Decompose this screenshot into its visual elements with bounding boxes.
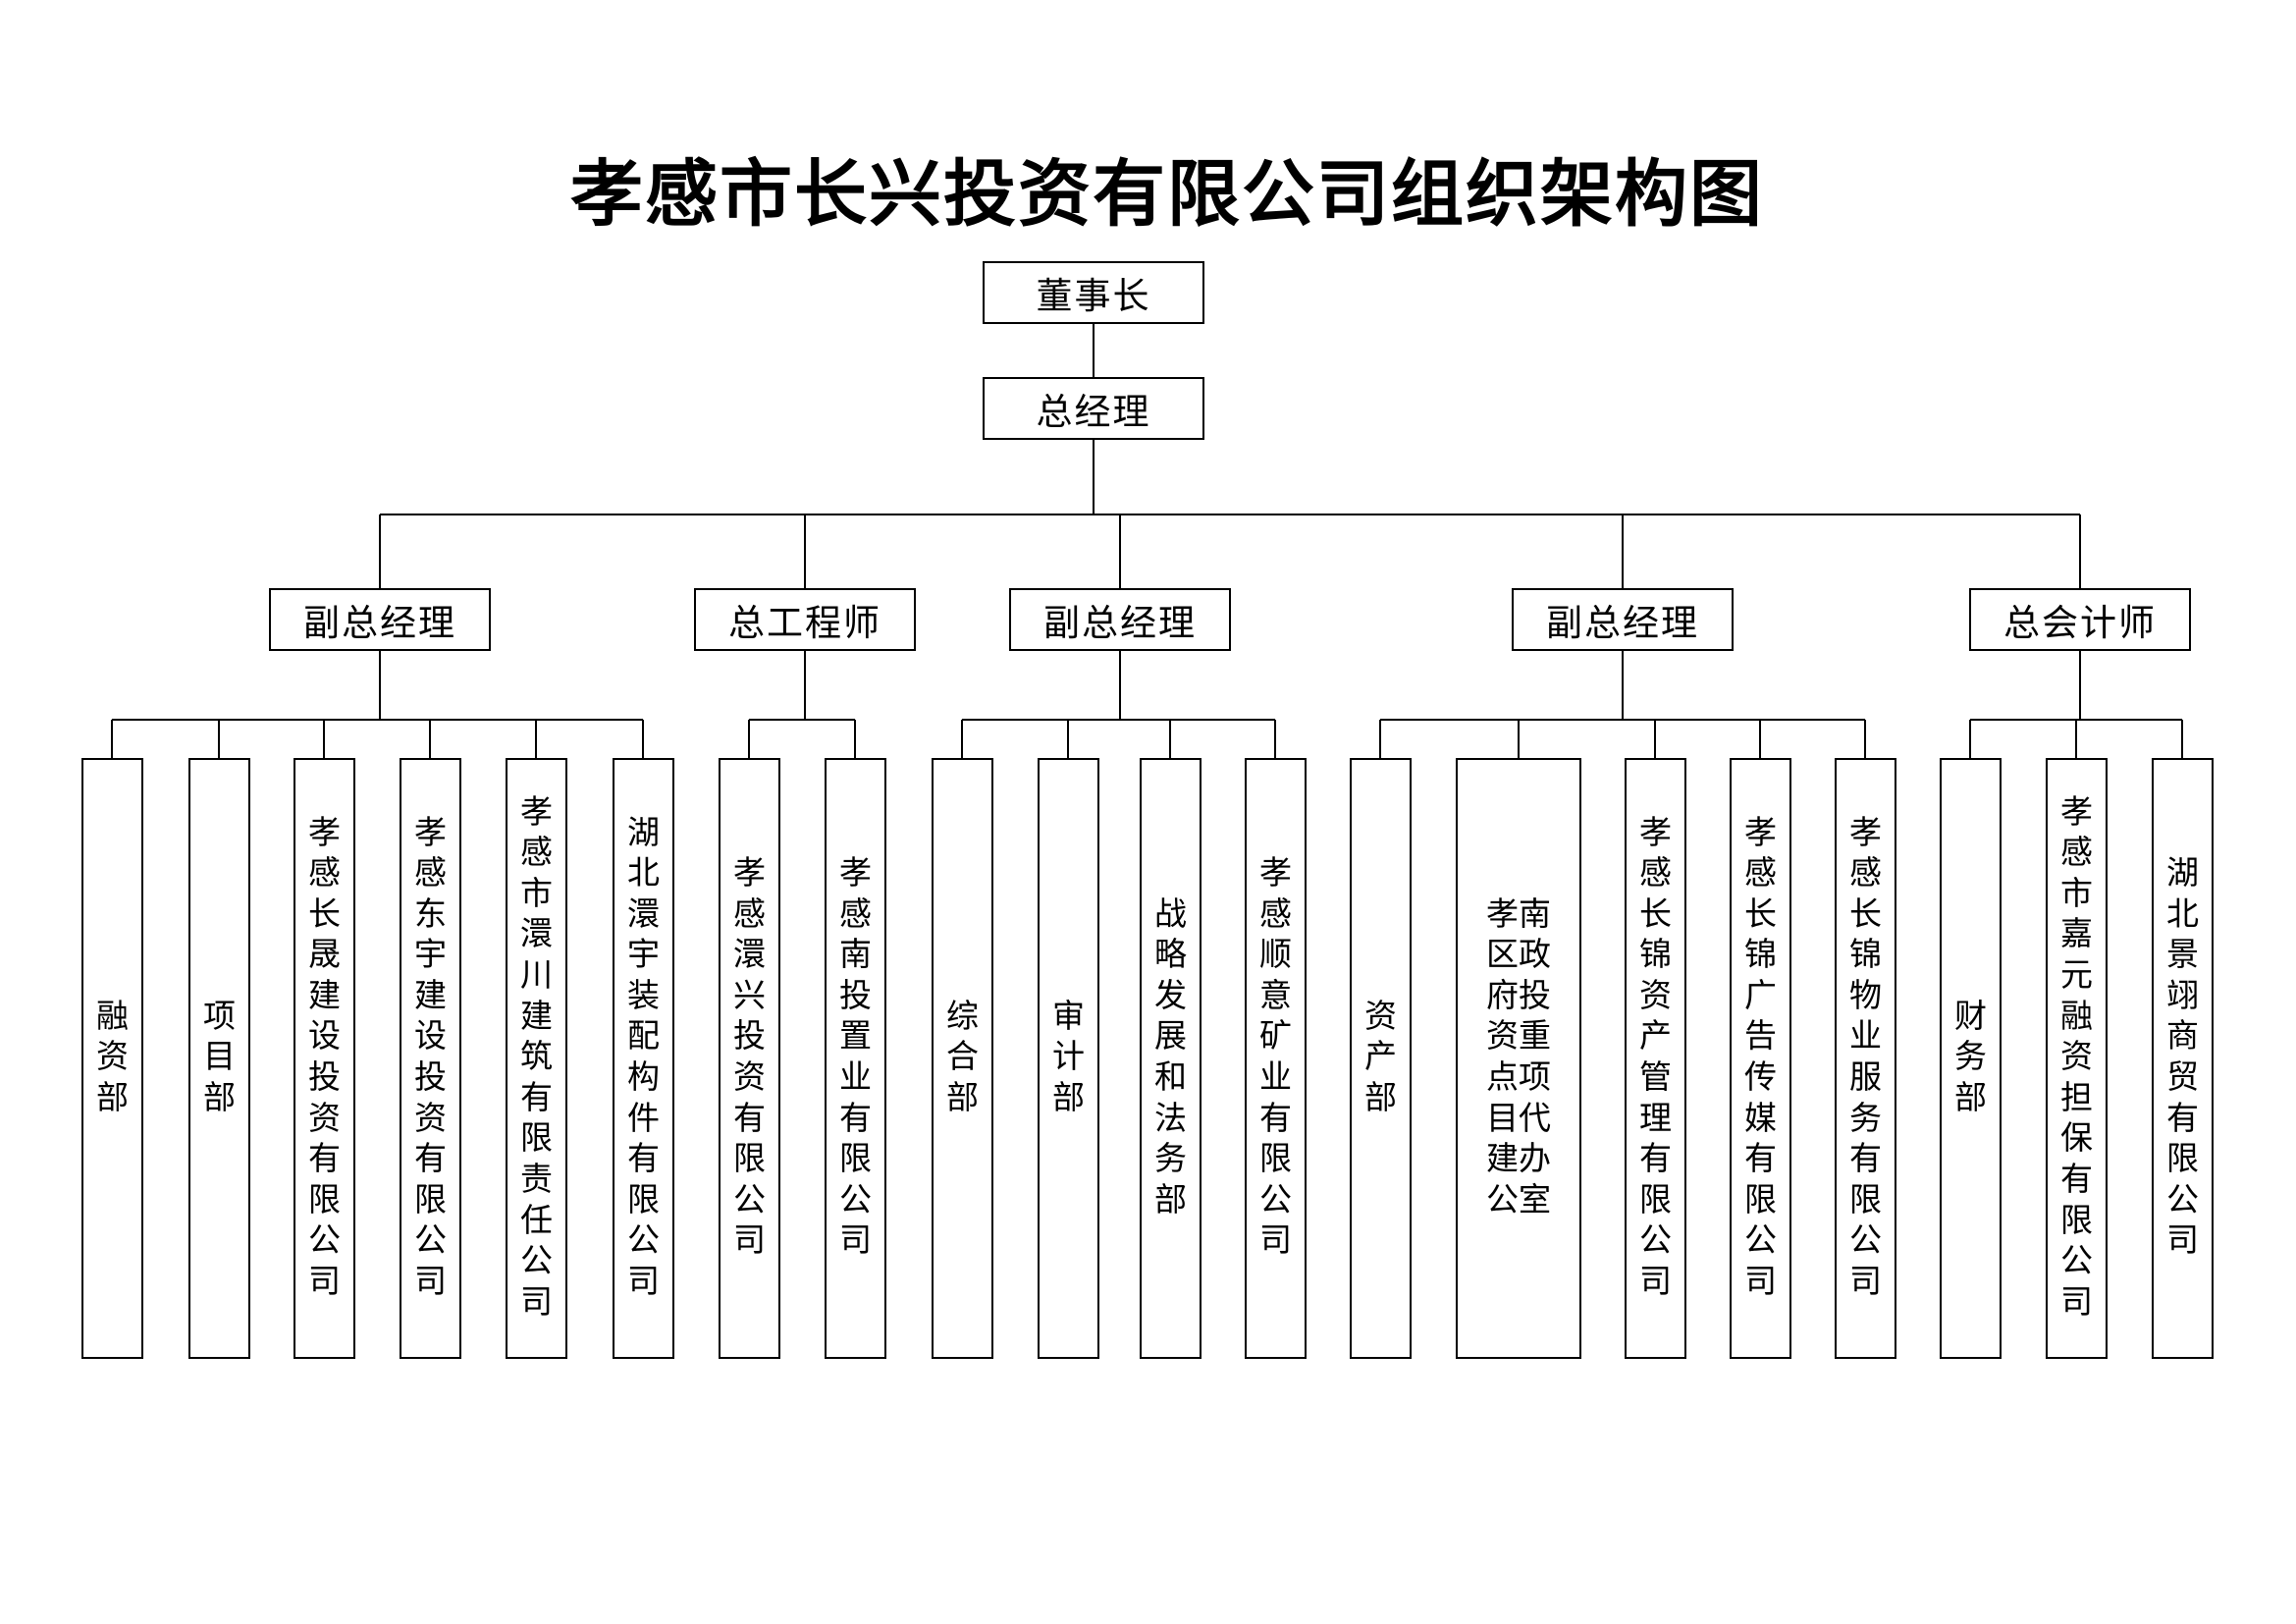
node-label: 融资部 [96, 999, 129, 1116]
node-label: 湖北澴宇装配构件有限公司 [627, 815, 660, 1300]
node-general-manager: 总经理 [983, 377, 1204, 440]
leaf-node: 孝感长锦物业服务有限公司 [1835, 758, 1896, 1359]
node-label: 孝感东宇建设投资有限公司 [414, 815, 447, 1300]
node-label: 战略发展和法务部 [1154, 896, 1187, 1218]
node-label: 总经理 [1036, 393, 1151, 433]
leaf-node: 审计部 [1038, 758, 1099, 1359]
leaf-node: 孝感澴兴投资有限公司 [719, 758, 780, 1359]
node-chairman: 董事长 [983, 261, 1204, 324]
node-label: 财务部 [1954, 999, 1987, 1116]
node-label: 孝感南投置业有限公司 [839, 856, 872, 1260]
node-label: 孝感市澴川建筑有限责任公司 [520, 794, 553, 1321]
node-label: 项目部 [203, 999, 236, 1116]
leaf-node: 湖北景翊商贸有限公司 [2152, 758, 2214, 1359]
leaf-node: 财务部 [1940, 758, 2002, 1359]
leaf-node: 孝感长晟建设投资有限公司 [294, 758, 355, 1359]
leaf-node: 战略发展和法务部 [1140, 758, 1201, 1359]
node-label: 副总经理 [1043, 604, 1197, 644]
node-chief-accountant: 总会计师 [1969, 588, 2191, 651]
node-label: 副总经理 [303, 604, 456, 644]
leaf-node: 综合部 [932, 758, 993, 1359]
node-label: 审计部 [1052, 999, 1085, 1116]
leaf-node: 孝感顺意矿业有限公司 [1245, 758, 1307, 1359]
leaf-node: 孝南区政府投资重点项目代建办公室 [1456, 758, 1581, 1359]
leaf-node: 孝感市澴川建筑有限责任公司 [506, 758, 567, 1359]
leaf-node: 孝感长锦广告传媒有限公司 [1730, 758, 1791, 1359]
node-label: 总工程师 [728, 604, 881, 644]
node-label: 孝南区政府投资重点项目代建办公室 [1486, 896, 1551, 1218]
node-label: 孝感长锦物业服务有限公司 [1849, 815, 1882, 1300]
node-label: 副总经理 [1546, 604, 1699, 644]
node-label: 孝感澴兴投资有限公司 [733, 856, 766, 1260]
node-deputy-general-manager-2: 副总经理 [1009, 588, 1231, 651]
node-label: 孝感长晟建设投资有限公司 [308, 815, 341, 1300]
node-deputy-general-manager-1: 副总经理 [269, 588, 491, 651]
leaf-node: 孝感市嘉元融资担保有限公司 [2046, 758, 2108, 1359]
node-label: 孝感长锦广告传媒有限公司 [1744, 815, 1777, 1300]
node-deputy-general-manager-3: 副总经理 [1512, 588, 1734, 651]
leaf-node: 孝感东宇建设投资有限公司 [400, 758, 461, 1359]
leaf-node: 项目部 [188, 758, 250, 1359]
node-label: 孝感长锦资产管理有限公司 [1639, 815, 1672, 1300]
node-label: 资产部 [1364, 999, 1397, 1116]
node-label: 董事长 [1036, 277, 1151, 317]
node-label: 综合部 [946, 999, 979, 1116]
leaf-node: 湖北澴宇装配构件有限公司 [613, 758, 674, 1359]
node-label: 总会计师 [2003, 604, 2157, 644]
leaf-node: 孝感南投置业有限公司 [825, 758, 886, 1359]
leaf-node: 孝感长锦资产管理有限公司 [1625, 758, 1686, 1359]
node-chief-engineer: 总工程师 [694, 588, 916, 651]
leaf-node: 融资部 [81, 758, 143, 1359]
leaf-node: 资产部 [1350, 758, 1412, 1359]
node-label: 孝感市嘉元融资担保有限公司 [2060, 794, 2093, 1321]
node-label: 湖北景翊商贸有限公司 [2166, 856, 2199, 1260]
chart-title: 孝感市长兴投资有限公司组织架构图 [570, 155, 1764, 236]
node-label: 孝感顺意矿业有限公司 [1259, 856, 1292, 1260]
